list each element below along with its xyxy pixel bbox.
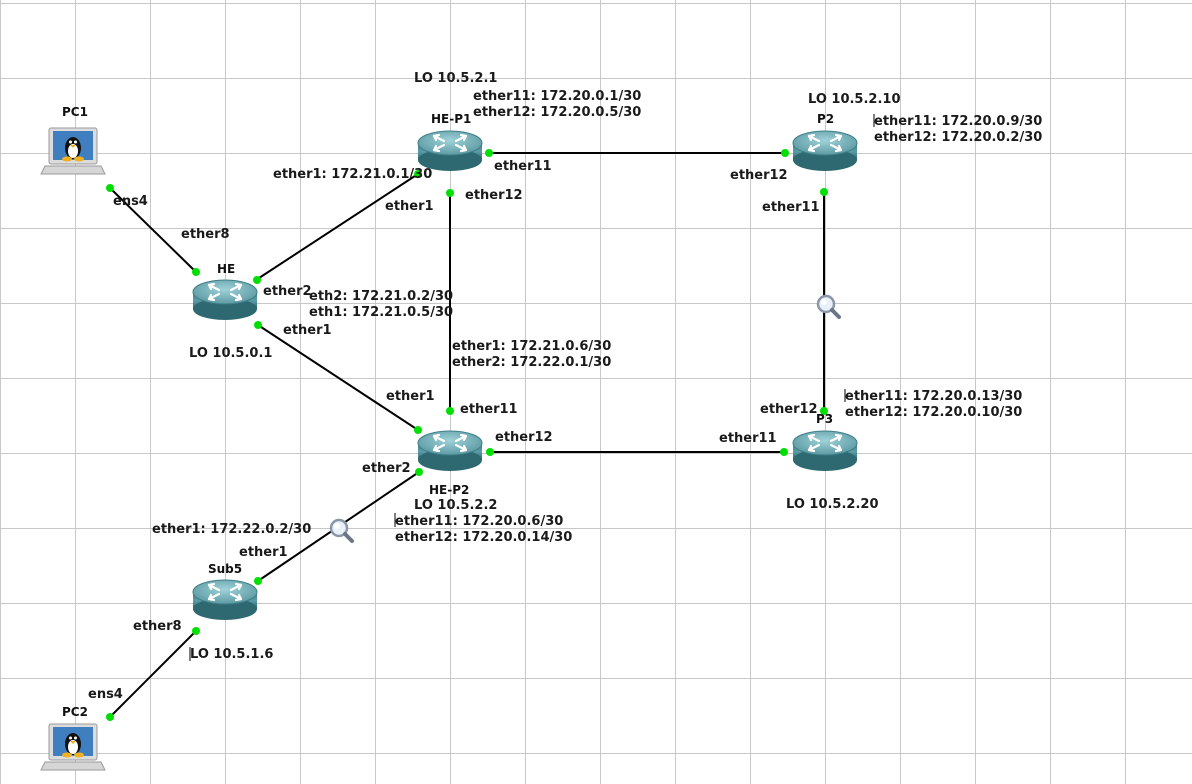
note-sub5-ether1[interactable]: ether1: 172.22.0.2/30 [152, 522, 311, 537]
router-hep2-icon[interactable] [416, 429, 484, 473]
port-dot [486, 448, 494, 456]
port-label: ether2 [362, 461, 411, 476]
port-dot [192, 268, 200, 276]
note-hep1-ether1[interactable]: ether1: 172.21.0.1/30 [273, 167, 432, 182]
note-hep2-ether11[interactable]: ether11: 172.20.0.6/30 [395, 514, 563, 529]
port-label: ether12 [465, 188, 523, 203]
port-label: ether8 [133, 619, 182, 634]
node-name-he[interactable]: HE [217, 262, 235, 276]
port-dot [106, 184, 114, 192]
port-dot [254, 577, 262, 585]
port-label: ether8 [181, 227, 230, 242]
link-pc1-he[interactable] [109, 187, 197, 273]
note-sub5-loopback[interactable]: LO 10.5.1.6 [190, 647, 273, 662]
note-he-eth2[interactable]: eth2: 172.21.0.2/30 [309, 289, 453, 304]
pc1-linux-icon[interactable] [40, 127, 106, 175]
port-dot [106, 713, 114, 721]
port-dot [254, 321, 262, 329]
port-dot [780, 448, 788, 456]
note-p2-loopback[interactable]: LO 10.5.2.10 [808, 92, 901, 107]
note-p3-ether11[interactable]: ether11: 172.20.0.13/30 [845, 389, 1022, 404]
note-hep2-ether1[interactable]: ether1: 172.21.0.6/30 [452, 339, 611, 354]
node-name-p3[interactable]: P3 [816, 412, 833, 426]
port-label: ether11 [494, 159, 552, 174]
note-he-eth1[interactable]: eth1: 172.21.0.5/30 [309, 305, 453, 320]
port-label: ether12 [760, 402, 818, 417]
capture-magnifier-icon[interactable] [816, 294, 841, 319]
port-label: ether1 [239, 545, 288, 560]
node-name-pc1[interactable]: PC1 [62, 105, 88, 119]
note-hep2-loopback[interactable]: LO 10.5.2.2 [414, 498, 497, 513]
port-dots [106, 149, 828, 721]
node-name-p2[interactable]: P2 [817, 112, 834, 126]
node-name-pc2[interactable]: PC2 [62, 705, 88, 719]
port-label: ens4 [113, 194, 148, 209]
note-hep2-ether12[interactable]: ether12: 172.20.0.14/30 [395, 530, 572, 545]
port-dot [446, 189, 454, 197]
node-name-sub5[interactable]: Sub5 [208, 562, 242, 576]
port-label: ether12 [495, 430, 553, 445]
note-p3-ether12[interactable]: ether12: 172.20.0.10/30 [845, 405, 1022, 420]
note-p3-loopback[interactable]: LO 10.5.2.20 [786, 497, 879, 512]
link-sub5-pc2[interactable] [109, 630, 197, 718]
port-dot [414, 426, 422, 434]
port-label: ether2 [263, 284, 312, 299]
router-p2-icon[interactable] [791, 129, 859, 173]
node-name-hep1[interactable]: HE-P1 [431, 112, 471, 126]
port-dot [485, 149, 493, 157]
port-dot [820, 188, 828, 196]
router-hep1-icon[interactable] [416, 129, 484, 173]
port-label: ether1 [386, 389, 435, 404]
note-hep1-loopback[interactable]: LO 10.5.2.1 [414, 71, 497, 86]
port-dot [192, 627, 200, 635]
port-label: ether12 [730, 168, 788, 183]
link-he-hep2[interactable] [257, 324, 419, 431]
note-p2-ether12[interactable]: ether12: 172.20.0.2/30 [874, 130, 1042, 145]
port-label: ether1 [385, 199, 434, 214]
port-label: ens4 [88, 687, 123, 702]
capture-magnifier-icon[interactable] [329, 518, 354, 543]
note-hep1-ether12[interactable]: ether12: 172.20.0.5/30 [473, 105, 641, 120]
router-p3-icon[interactable] [791, 429, 859, 473]
link-he-hep1[interactable] [255, 173, 419, 281]
router-sub5-icon[interactable] [191, 578, 259, 622]
port-label: ether1 [283, 323, 332, 338]
node-name-hep2[interactable]: HE-P2 [429, 483, 469, 497]
note-p2-ether11[interactable]: ether11: 172.20.0.9/30 [874, 114, 1042, 129]
port-label: ether11 [719, 431, 777, 446]
pc2-linux-icon[interactable] [40, 723, 106, 771]
port-dot [415, 468, 423, 476]
note-hep1-ether11[interactable]: ether11: 172.20.0.1/30 [473, 89, 641, 104]
port-dot [781, 149, 789, 157]
port-dot [820, 407, 828, 415]
router-he-icon[interactable] [191, 278, 259, 322]
note-he-loopback[interactable]: LO 10.5.0.1 [189, 346, 272, 361]
port-label: ether11 [460, 402, 518, 417]
port-dot [414, 170, 422, 178]
port-dot [446, 407, 454, 415]
port-dot [253, 276, 261, 284]
port-label: ether11 [762, 200, 820, 215]
note-hep2-ether2[interactable]: ether2: 172.22.0.1/30 [452, 355, 611, 370]
